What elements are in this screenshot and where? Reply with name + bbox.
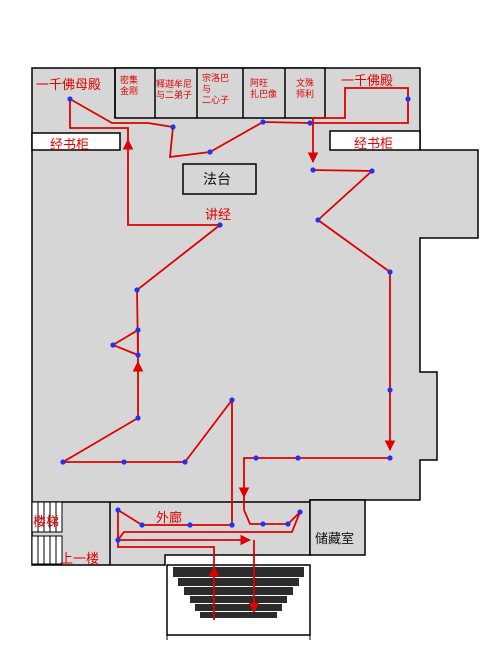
waypoints (60, 96, 411, 543)
stairs-label: 楼梯 (33, 515, 60, 530)
shrine-label-ngawang-drakpa: 阿旺扎巴像 (250, 79, 278, 100)
scripture-cabinet-left-box (31, 132, 121, 151)
shrine-row-box (114, 67, 326, 119)
shrine-label-tsongkhapa: 宗洛巴与二心子 (202, 74, 230, 106)
shrine-label-shakyamuni: 释迦牟尼与二弟子 (156, 80, 193, 101)
hall-1000-buddha-mother-label: 一千佛母殿 (36, 78, 102, 93)
shrine-label-guhyasamaja: 密集金刚 (120, 76, 139, 97)
outer-corridor-label: 外廊 (156, 511, 183, 526)
altar-box (182, 163, 257, 195)
upstairs-label: 上一楼 (60, 552, 100, 567)
storage-room-label: 储藏室 (315, 532, 355, 547)
altar-label: 法台 (203, 172, 231, 188)
preaching-label: 讲经 (205, 208, 232, 223)
shrine-label-manjushri: 文殊师利 (296, 79, 315, 100)
scripture-cabinet-right-label: 经书柜 (354, 137, 394, 152)
storage-room-box (309, 499, 366, 556)
scripture-cabinet-right-box (329, 130, 421, 151)
hall-1000-buddha-label: 一千佛殿 (341, 74, 394, 89)
entrance-stairs (166, 564, 311, 636)
scripture-cabinet-left-label: 经书柜 (50, 138, 90, 153)
stairs-left-block (31, 501, 63, 565)
